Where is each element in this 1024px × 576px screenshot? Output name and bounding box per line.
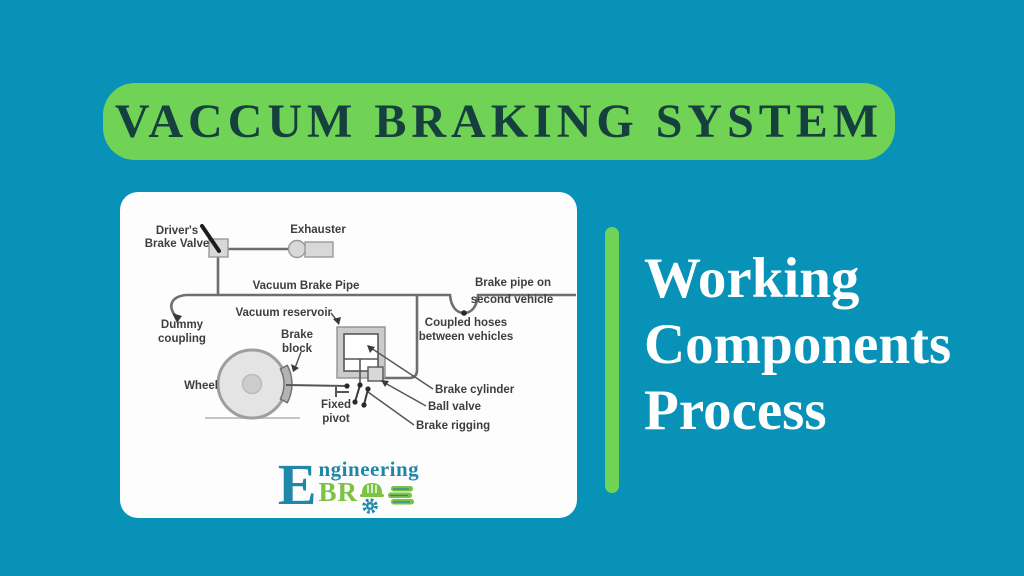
label-dummy-coupling-2: coupling bbox=[158, 333, 206, 345]
label-brake-cylinder: Brake cylinder bbox=[435, 384, 515, 396]
label-vacuum-brake-pipe: Vacuum Brake Pipe bbox=[253, 280, 360, 292]
joint-dots bbox=[344, 310, 467, 408]
label-brake-pipe-second: Brake pipe on bbox=[475, 277, 551, 289]
arrowheads bbox=[172, 313, 389, 387]
exhauster-round bbox=[287, 239, 307, 259]
logo-wordmark: ngineering BR bbox=[318, 457, 420, 514]
logo-word-bottom: BR bbox=[318, 477, 359, 507]
label-fixed-pivot-2: pivot bbox=[322, 413, 350, 425]
rigging-lever-1 bbox=[354, 384, 361, 403]
engineering-bro-logo: E ngineering BR bbox=[120, 452, 577, 517]
logo-word-top: ngineering bbox=[318, 457, 420, 481]
page-title: VACCUM BRAKING SYSTEM bbox=[114, 95, 884, 148]
rigging-lever-2 bbox=[363, 388, 369, 406]
label-exhauster: Exhauster bbox=[290, 224, 346, 236]
label-drivers-brake-valve: Driver's bbox=[156, 225, 198, 237]
ball-valve-shape bbox=[367, 366, 384, 382]
label-brake-pipe-second-2: second vehicle bbox=[471, 294, 553, 306]
pointer-lines bbox=[294, 312, 434, 426]
books-icon bbox=[387, 485, 415, 512]
accent-bar bbox=[605, 227, 619, 493]
label-wheel: Wheel bbox=[184, 380, 218, 392]
helmet-gear-icon bbox=[359, 481, 385, 514]
title-banner: VACCUM BRAKING SYSTEM bbox=[103, 83, 895, 160]
brake-cylinder-shape bbox=[343, 333, 379, 372]
label-coupled-hoses: Coupled hoses bbox=[425, 317, 507, 329]
diagram-card: Driver's Brake Valve Exhauster Vacuum Br… bbox=[120, 192, 577, 518]
brake-rod bbox=[285, 384, 348, 387]
exhauster-body bbox=[304, 241, 334, 258]
brake-valve-lever bbox=[200, 224, 221, 253]
subtitle-line-2: Components bbox=[644, 313, 952, 377]
logo-word-bottom-row: BR bbox=[318, 477, 420, 514]
label-drivers-brake-valve-2: Brake Valve bbox=[145, 238, 210, 250]
label-brake-block-2: block bbox=[282, 343, 313, 355]
subtitle-text: Working Components Process bbox=[644, 246, 951, 444]
cylinder-feed-pipe bbox=[383, 295, 419, 380]
subtitle-line-1: Working bbox=[644, 247, 860, 310]
label-brake-rigging: Brake rigging bbox=[416, 420, 490, 432]
vacuum-brake-pipe-line bbox=[170, 293, 576, 320]
vacuum-brake-diagram: Driver's Brake Valve Exhauster Vacuum Br… bbox=[145, 224, 576, 432]
label-coupled-hoses-2: between vehicles bbox=[419, 331, 514, 343]
subtitle-line-3: Process bbox=[644, 379, 827, 443]
brake-block-shape bbox=[279, 364, 293, 404]
pipe-lines bbox=[170, 247, 576, 380]
label-fixed-pivot: Fixed bbox=[321, 399, 351, 411]
logo-letter-e: E bbox=[277, 452, 317, 517]
label-ball-valve: Ball valve bbox=[428, 401, 481, 413]
label-dummy-coupling: Dummy bbox=[161, 319, 204, 331]
wheel-hub bbox=[241, 373, 263, 395]
label-brake-block: Brake bbox=[281, 329, 313, 341]
label-vacuum-reservoir: Vacuum reservoir bbox=[235, 307, 332, 319]
